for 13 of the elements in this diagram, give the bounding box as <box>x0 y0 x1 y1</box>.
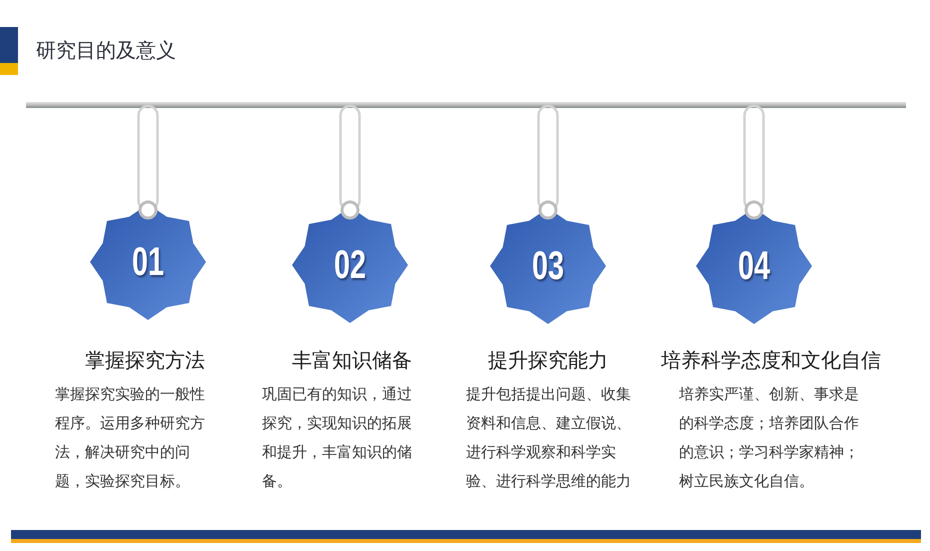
item-heading: 掌握探究方法 <box>85 347 205 373</box>
slide-title: 研究目的及意义 <box>36 37 176 63</box>
badge-number: 02 <box>334 245 366 285</box>
item-heading: 提升探究能力 <box>488 347 608 373</box>
item-description: 巩固已有的知识，通过探究，实现知识的拓展和提升，丰富知识的储备。 <box>262 384 413 492</box>
badge-number: 01 <box>132 242 164 282</box>
item-heading: 培养科学态度和文化自信 <box>661 347 881 373</box>
badge-number: 03 <box>532 246 564 286</box>
item-description: 培养实严谨、创新、事求是的科学态度；培养团队合作的意识；学习科学家精神；树立民族文化自信。 <box>679 384 860 492</box>
item-description: 掌握探究实验的一般性程序。运用多种研究方法，解决研究中的问题，实验探究目标。 <box>55 384 206 492</box>
item-heading: 丰富知识储备 <box>292 347 412 373</box>
badge-number: 04 <box>738 246 770 286</box>
item-description: 提升包括提出问题、收集资料和信息、建立假说、进行科学观察和科学实验、进行科学思维的能力 <box>466 384 632 492</box>
